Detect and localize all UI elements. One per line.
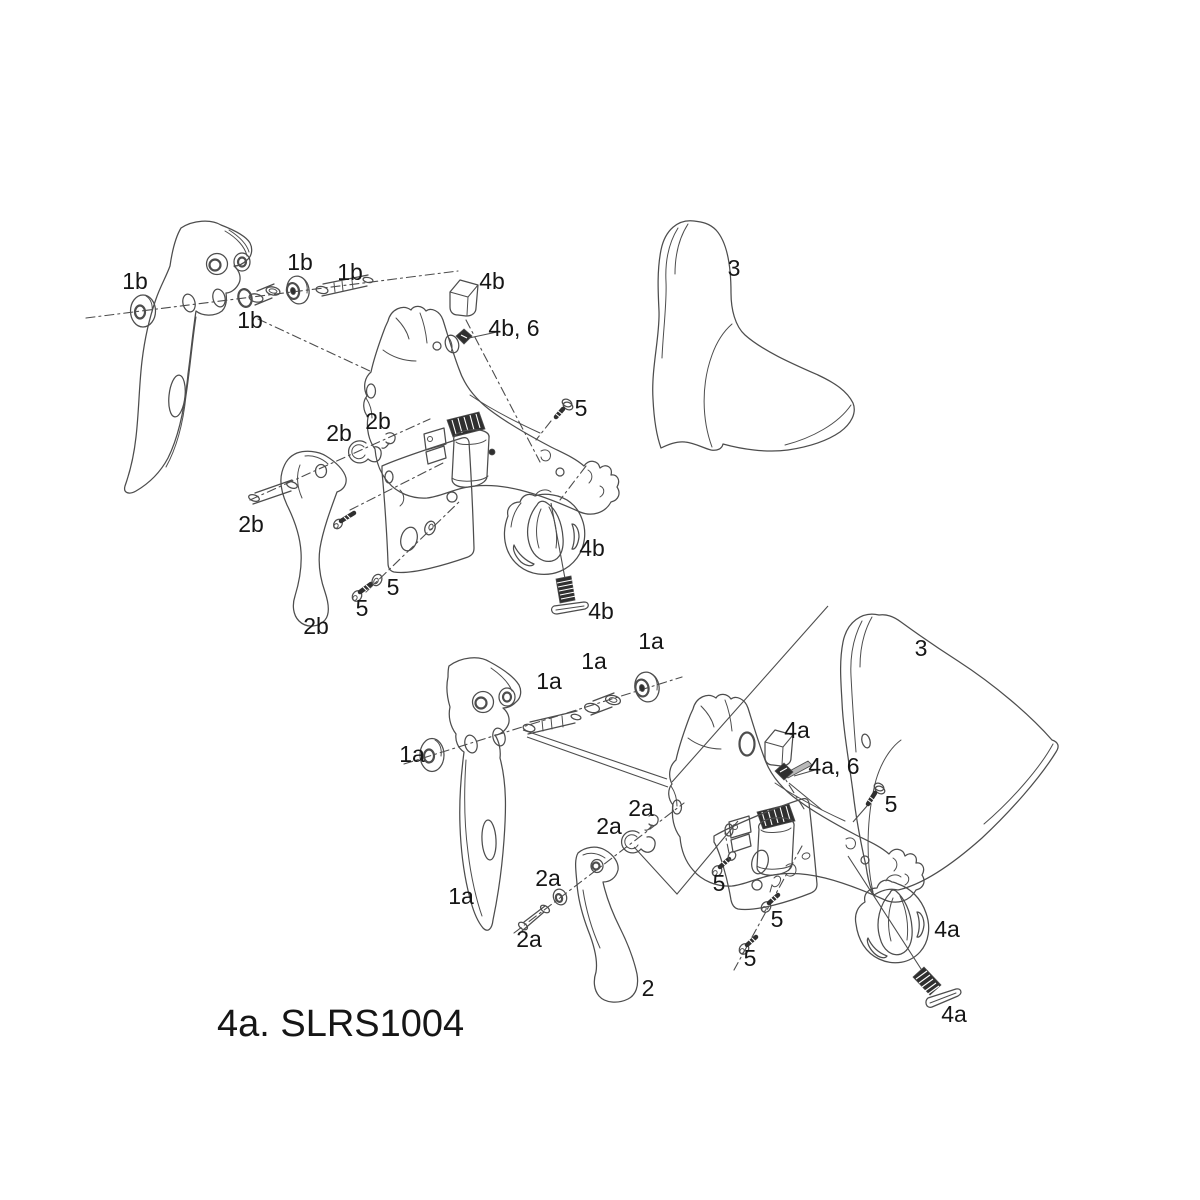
part-label-1b: 1b: [237, 307, 263, 333]
washer-1a-left: [419, 737, 445, 773]
leader-line: [793, 769, 816, 777]
part-label-5: 5: [713, 870, 726, 896]
plate-washer: [424, 520, 436, 536]
part-label-4b: 4b: [588, 598, 614, 624]
cup-washer-1a: [634, 671, 660, 703]
part-label-2a: 2a: [628, 795, 654, 821]
part-label-1a: 1a: [638, 628, 664, 654]
hood-cover-3-lower: [840, 613, 1059, 896]
part-label-1a: 1a: [536, 668, 562, 694]
part-label-3: 3: [728, 255, 741, 281]
pivot-pin-1a: [522, 710, 582, 735]
paddle-pin-2a: [517, 904, 551, 932]
setscrew-4b6: [455, 328, 498, 345]
screw-5-lower-right: [852, 782, 886, 823]
part-label-2a: 2a: [516, 926, 542, 952]
clip-2b: [381, 432, 396, 449]
clamp-bolt-4a: [912, 966, 962, 1008]
part-label-2b: 2b: [238, 511, 264, 537]
explode-line-3: [671, 605, 829, 783]
clip-2a: [644, 814, 659, 831]
part-label-4b6: 4b, 6: [488, 315, 539, 341]
part-label-5: 5: [575, 395, 588, 421]
gear-mechanism: [423, 411, 496, 488]
bushing-1a: [583, 692, 622, 716]
screw-5-mid-left: [333, 510, 357, 530]
setscrew-4a6: [774, 760, 823, 811]
part-label-4a: 4a: [934, 916, 960, 942]
mount-plate-lower: [713, 798, 818, 971]
shifter-body-lower: [668, 693, 925, 903]
part-label-2b: 2b: [365, 408, 391, 434]
paddle-washer-2a: [552, 888, 568, 906]
axis-diagonal-upper: [257, 318, 373, 373]
part-label-1b: 1b: [122, 268, 148, 294]
explode-line-2: [526, 736, 669, 788]
screw-5-lower-2: [760, 892, 781, 913]
part-label-4a: 4a: [784, 717, 810, 743]
shifter-body-upper: [363, 305, 620, 515]
screw-5-lower-1: [711, 851, 737, 877]
part-label-2: 2: [642, 975, 655, 1001]
grommet-6: [444, 334, 460, 354]
cable-hook: [233, 252, 251, 272]
part-label-2b: 2b: [326, 420, 352, 446]
paddle-axis-line-upper: [249, 418, 431, 501]
adjuster-cap-4b: [449, 279, 541, 463]
part-label-3: 3: [915, 635, 928, 661]
part-label-1b: 1b: [337, 259, 363, 285]
part-label-4b: 4b: [579, 535, 605, 561]
caption: 4a. SLRS1004: [217, 1003, 464, 1045]
pivot-axis-line-upper: [85, 270, 459, 319]
part-label-4b: 4b: [479, 268, 505, 294]
screw-washer: [371, 573, 383, 587]
shift-paddle-2: [575, 846, 639, 1003]
part-label-5: 5: [771, 906, 784, 932]
lever-pivot-boss: [205, 252, 229, 276]
explode-line-v: [633, 820, 739, 895]
band-clamp-4a: [847, 855, 930, 973]
mount-plate-upper: [349, 437, 475, 593]
upper-assembly: [85, 220, 855, 627]
screw-5-lower-3: [738, 934, 759, 955]
part-label-4a: 4a: [941, 1001, 967, 1027]
return-spring-2a: [620, 830, 656, 854]
part-label-1b: 1b: [287, 249, 313, 275]
cup-washer-1b: [285, 275, 310, 305]
pivot-pin-1b: [315, 274, 374, 297]
explode-line-1: [522, 729, 668, 780]
part-label-5: 5: [356, 595, 369, 621]
screw-5-bottom: [351, 573, 383, 602]
shift-paddle-2b: [280, 450, 347, 627]
part-label-2a: 2a: [535, 865, 561, 891]
paddle-pin-2b: [248, 479, 298, 505]
gear-mechanism: [728, 803, 796, 876]
part-label-1a: 1a: [399, 741, 425, 767]
body-flange-hole: [365, 383, 377, 399]
part-label-5: 5: [387, 574, 400, 600]
clamp-bolt-4b: [550, 575, 589, 615]
brake-lever-blade-upper: [123, 220, 253, 494]
screw-5-upper-right: [535, 398, 574, 441]
return-spring-2b: [347, 440, 382, 464]
part-label-4a6: 4a, 6: [808, 753, 859, 779]
leader-line: [468, 331, 498, 339]
part-label-1a: 1a: [448, 883, 474, 909]
part-label-5: 5: [744, 945, 757, 971]
part-label-1a: 1a: [581, 648, 607, 674]
brake-lever-blade-lower: [446, 657, 522, 931]
part-label-5: 5: [885, 791, 898, 817]
hood-cover-3-upper: [652, 220, 855, 452]
bushing-1b: [248, 283, 281, 306]
part-label-2b: 2b: [303, 613, 329, 639]
part-label-2a: 2a: [596, 813, 622, 839]
lower-assembly: [403, 605, 1059, 1008]
leader-line-2: [788, 782, 823, 811]
band-clamp-4b: [503, 465, 587, 585]
